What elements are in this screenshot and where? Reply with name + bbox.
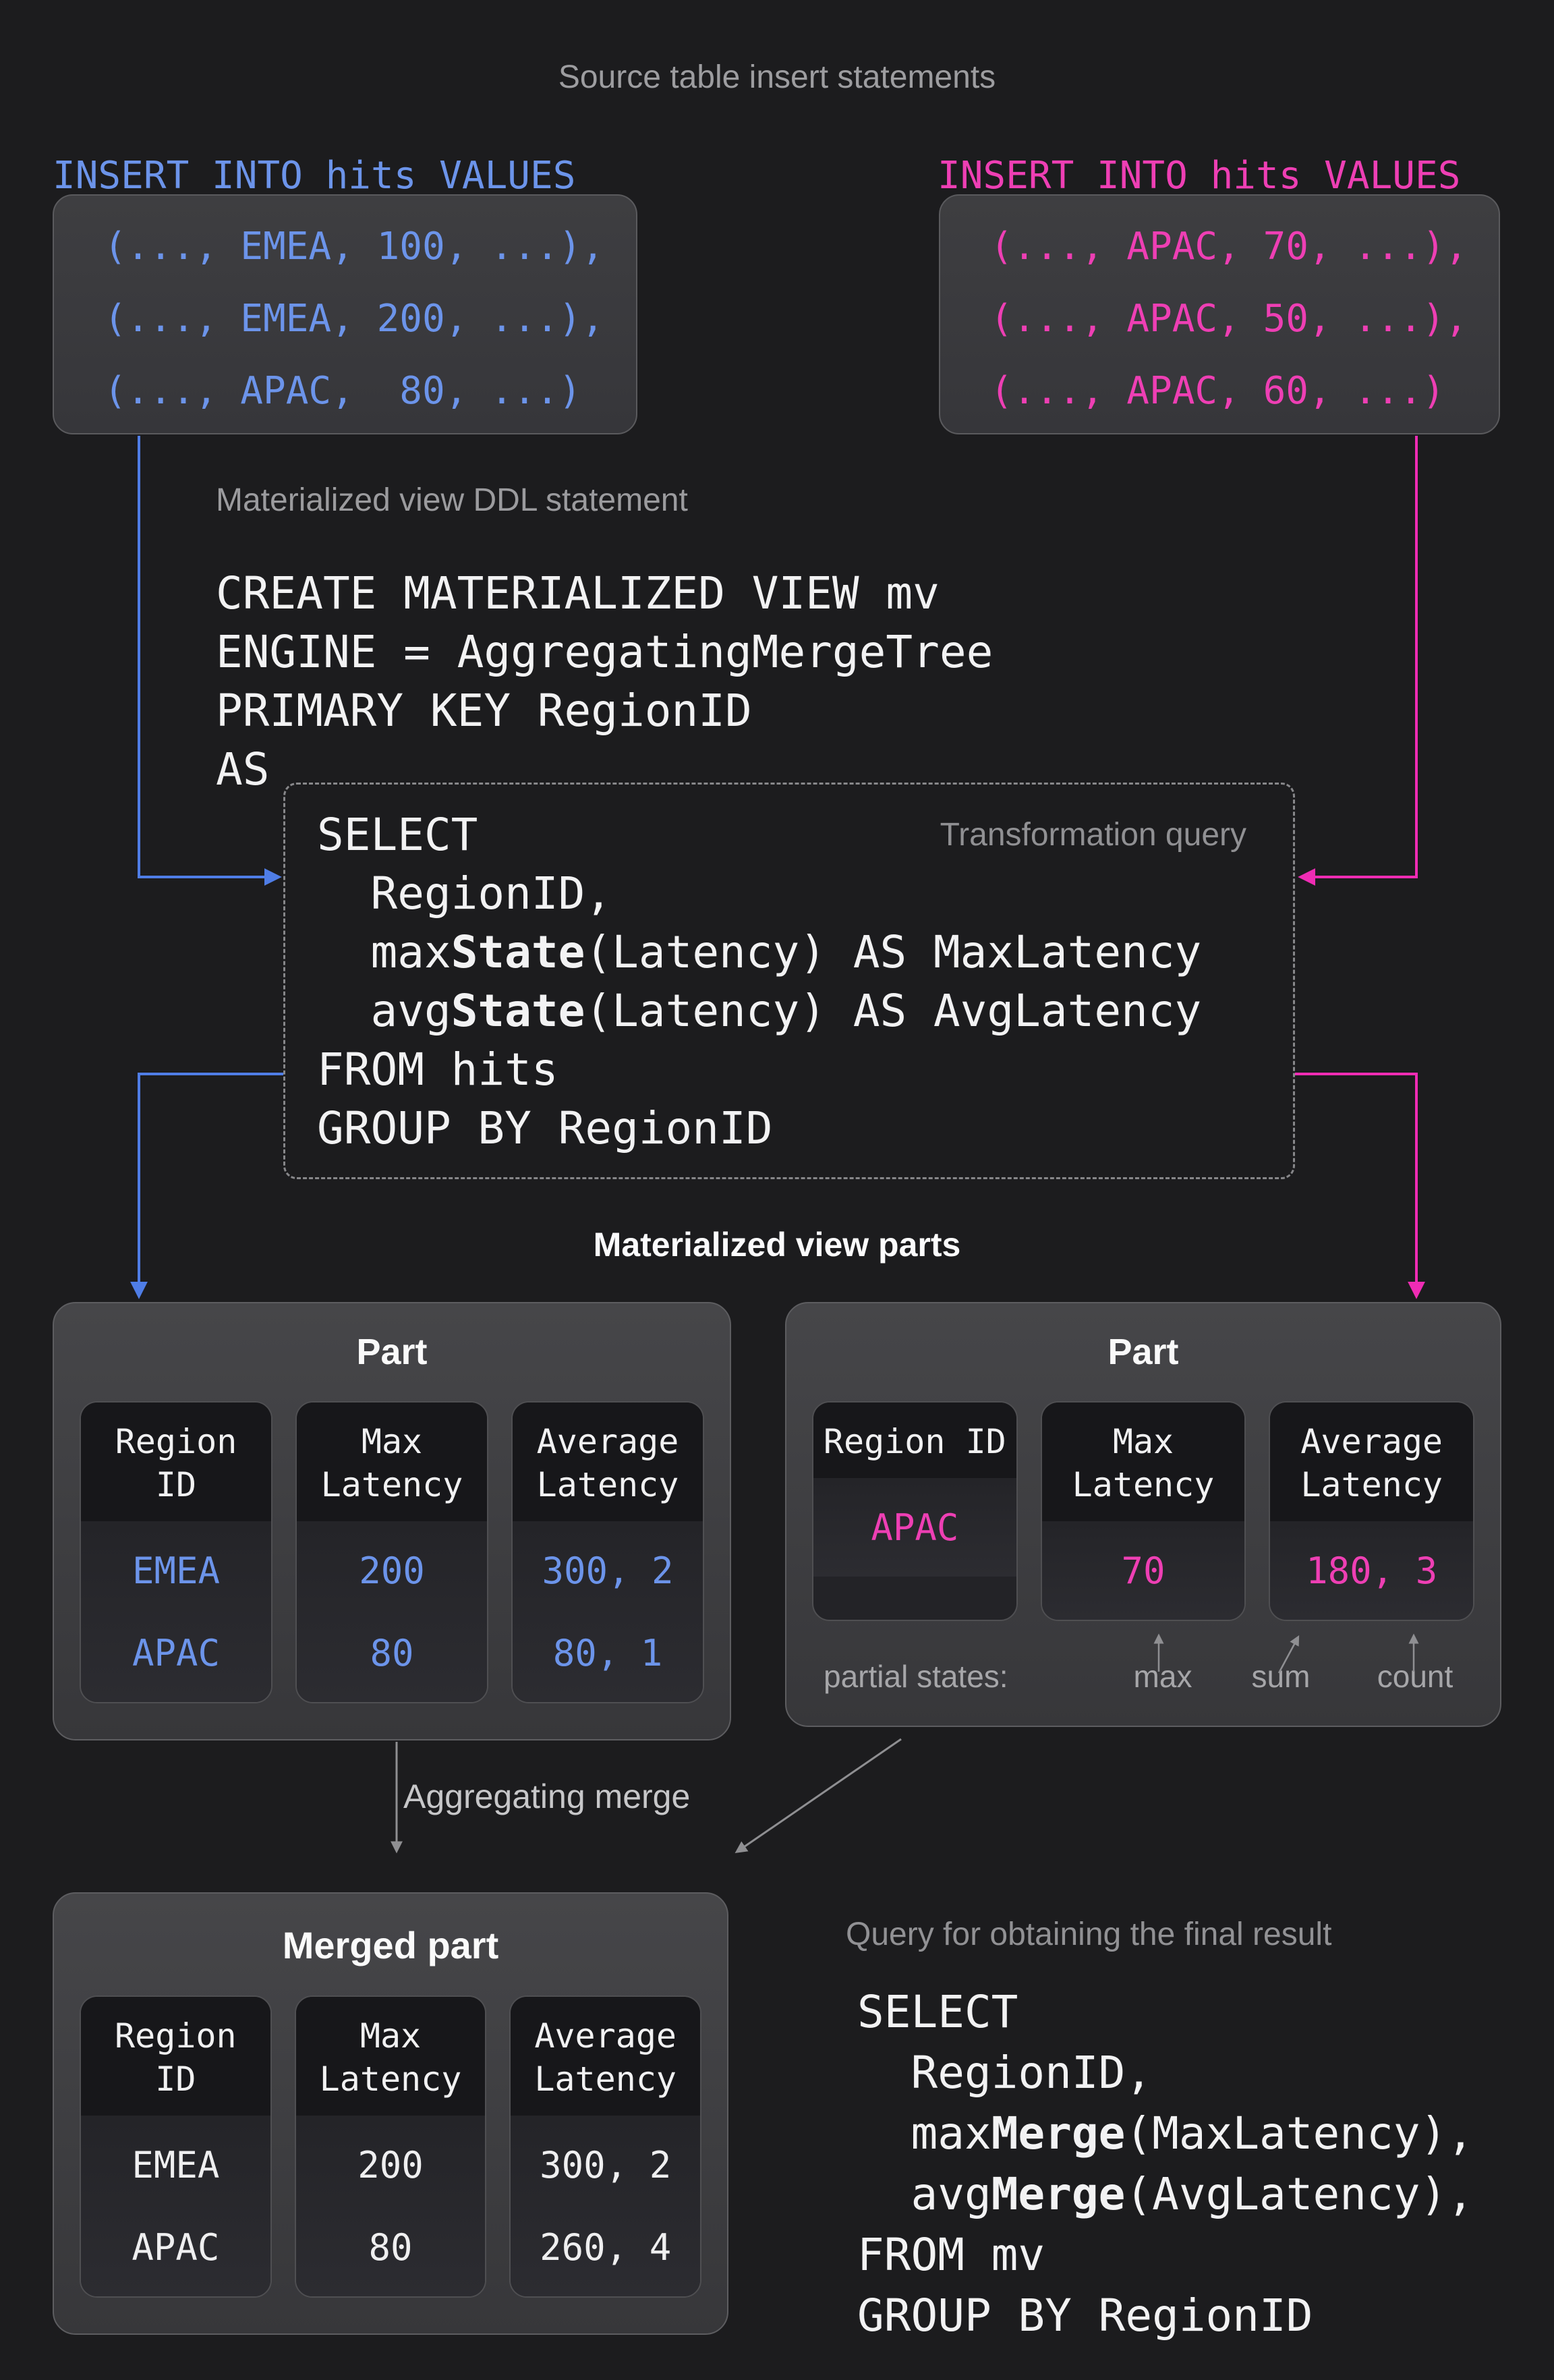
table-column: Region ID APAC [812, 1401, 1018, 1621]
part-title: Part [356, 1332, 428, 1372]
partial-states-annotation: partial states: max sum count [786, 1658, 1500, 1705]
code-line: SELECT [857, 1986, 1018, 2038]
column-header: Region ID [81, 1402, 271, 1521]
table-column: Max Latency 200 80 [295, 1401, 488, 1703]
ddl-statement-label: Materialized view DDL statement [216, 482, 688, 518]
insert-statement-label-left: INSERT INTO hits VALUES [53, 154, 576, 198]
page-title: Source table insert statements [558, 59, 996, 95]
code-line: RegionID, [857, 2047, 1153, 2099]
cell-value: 300, 2 [542, 1550, 674, 1592]
column-values: APAC [813, 1478, 1016, 1577]
column-header: Max Latency [295, 1997, 486, 2116]
code-line: (..., APAC, 60, ...) [990, 369, 1445, 413]
column-values: 300, 2 260, 4 [511, 2116, 701, 2296]
cell-value: 300, 2 [540, 2144, 672, 2186]
transformation-query-label: Transformation query [940, 817, 1246, 853]
column-header: Max Latency [297, 1402, 487, 1521]
transformation-query-box [283, 783, 1295, 1179]
cell-value: 70 [1121, 1550, 1166, 1592]
column-header: Average Latency [511, 1997, 701, 2116]
table-column: Region ID EMEA APAC [80, 1401, 272, 1703]
code-line: GROUP BY RegionID [857, 2290, 1313, 2342]
code-line: maxMerge(MaxLatency), [857, 2107, 1474, 2159]
merge-arrow-right [735, 1738, 902, 1854]
code-line: avgMerge(AvgLatency), [857, 2168, 1474, 2220]
materialized-view-parts-label: Materialized view parts [593, 1226, 961, 1264]
cell-value: 260, 4 [540, 2226, 672, 2269]
part-title: Part [1107, 1332, 1179, 1372]
cell-value: EMEA [132, 2144, 220, 2186]
cell-value: 80 [370, 1632, 414, 1674]
table-column: Max Latency 200 80 [294, 1995, 487, 2298]
code-line: (..., APAC, 80, ...) [104, 369, 582, 413]
part-table-right: Region ID APAC Max Latency 70 Average Latenc… [786, 1401, 1500, 1621]
column-header: Average Latency [513, 1402, 703, 1521]
aggregating-merge-label: Aggregating merge [403, 1778, 691, 1815]
column-values: 200 80 [295, 2116, 486, 2296]
code-line: (..., EMEA, 200, ...), [104, 297, 604, 341]
ddl-code: CREATE MATERIALIZED VIEW mv ENGINE = Aggr… [216, 564, 993, 799]
code-line: (..., APAC, 50, ...), [990, 297, 1468, 341]
partial-states-label: partial states: [824, 1659, 1008, 1694]
insert-values-box-left: (..., EMEA, 100, ...), (..., EMEA, 200, .… [53, 194, 637, 434]
code-line: (..., EMEA, 100, ...), [104, 225, 604, 268]
cell-value: EMEA [132, 1550, 221, 1592]
cell-value: 200 [357, 2144, 424, 2186]
merged-part-box: Merged part Region ID EMEA APAC Max Latency… [53, 1892, 728, 2335]
partial-state-sum-label: sum [1251, 1659, 1311, 1694]
code-line: CREATE MATERIALIZED VIEW mv [216, 567, 940, 619]
column-header: Region ID [813, 1402, 1016, 1478]
table-column: Average Latency 300, 2 260, 4 [509, 1995, 702, 2298]
cell-value: 180, 3 [1306, 1550, 1438, 1592]
final-query-code: SELECT RegionID, maxMerge(MaxLatency), a… [857, 1982, 1474, 2346]
code-line: avgState(Latency) AS AvgLatency [317, 985, 1202, 1037]
column-header: Region ID [81, 1997, 270, 2116]
column-header: Max Latency [1041, 1402, 1245, 1521]
transformation-query-code: SELECT RegionID, maxState(Latency) AS Ma… [317, 805, 1201, 1158]
table-column: Average Latency 300, 2 80, 1 [511, 1401, 704, 1703]
part-table-left: Region ID EMEA APAC Max Latency 200 80 Average… [54, 1401, 730, 1703]
code-line: ENGINE = AggregatingMergeTree [216, 626, 994, 678]
table-column: Max Latency 70 [1040, 1401, 1246, 1621]
cell-value: 80 [368, 2226, 413, 2269]
code-line: FROM mv [857, 2229, 1045, 2281]
code-line: FROM hits [317, 1044, 558, 1096]
cell-value: APAC [132, 1632, 221, 1674]
code-line: maxState(Latency) AS MaxLatency [317, 926, 1202, 978]
table-column: Average Latency 180, 3 [1269, 1401, 1475, 1621]
column-values: 180, 3 [1270, 1521, 1474, 1620]
merged-part-table: Region ID EMEA APAC Max Latency 200 80 Average… [54, 1995, 727, 2298]
code-line: GROUP BY RegionID [317, 1102, 773, 1154]
part-box-right: Part Region ID APAC Max Latency 70 Average L… [785, 1302, 1501, 1727]
cell-value: 200 [359, 1550, 425, 1592]
table-column: Region ID EMEA APAC [80, 1995, 272, 2298]
final-query-label: Query for obtaining the final result [846, 1917, 1332, 1952]
part-box-left: Part Region ID EMEA APAC Max Latency 200 80 Av… [53, 1302, 731, 1740]
code-line: (..., APAC, 70, ...), [990, 225, 1468, 268]
partial-state-max-label: max [1133, 1659, 1192, 1694]
code-line: SELECT [317, 809, 478, 861]
insert-values-box-right: (..., APAC, 70, ...), (..., APAC, 50, ...… [939, 194, 1500, 434]
column-header: Average Latency [1270, 1402, 1474, 1521]
code-line: PRIMARY KEY RegionID [216, 685, 752, 737]
column-values: 300, 2 80, 1 [513, 1521, 703, 1702]
cell-value: APAC [132, 2226, 220, 2269]
partial-state-count-label: count [1377, 1659, 1454, 1694]
code-line: RegionID, [317, 868, 612, 919]
column-values: 200 80 [297, 1521, 487, 1702]
column-values: EMEA APAC [81, 2116, 270, 2296]
column-values: 70 [1041, 1521, 1245, 1620]
insert-statement-label-right: INSERT INTO hits VALUES [938, 154, 1461, 198]
cell-value: 80, 1 [552, 1632, 663, 1674]
column-values: EMEA APAC [81, 1521, 271, 1702]
cell-value: APAC [871, 1506, 959, 1549]
magenta-insert-to-query-arrow [1298, 436, 1418, 886]
merged-part-title: Merged part [282, 1924, 499, 1966]
